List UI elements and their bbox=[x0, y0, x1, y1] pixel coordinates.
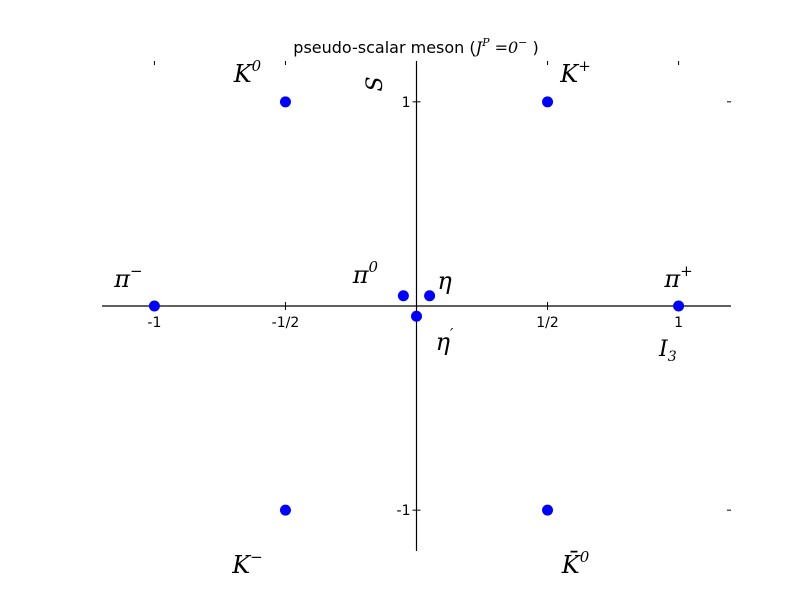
label-K0: K0 bbox=[233, 57, 262, 88]
data-point-eta bbox=[424, 290, 436, 302]
data-point-group bbox=[148, 96, 685, 516]
chart-title: pseudo-scalar meson (JP =0− ) bbox=[293, 36, 538, 57]
label-pi0: π0 bbox=[352, 258, 379, 289]
data-point-pi-plus bbox=[673, 300, 685, 312]
data-point-K-plus bbox=[542, 96, 554, 108]
data-point-K0-bar bbox=[542, 504, 554, 516]
label-K0-bar: K̄0 bbox=[561, 548, 590, 579]
label-pi-plus: π+ bbox=[663, 262, 692, 293]
data-point-eta-prime bbox=[411, 310, 422, 322]
x-tick-group: -1 -1/2 1/2 1 bbox=[147, 302, 683, 331]
label-pi-minus: π− bbox=[113, 262, 142, 293]
y-axis-label: S bbox=[363, 76, 388, 91]
data-point-K-minus bbox=[279, 504, 291, 516]
y-tick-label: 1 bbox=[402, 95, 411, 111]
edge-tick-group bbox=[153, 61, 731, 511]
label-K-minus: K− bbox=[231, 548, 263, 579]
y-tick-label: -1 bbox=[397, 503, 411, 519]
label-K-plus: K+ bbox=[559, 57, 591, 88]
data-point-pi0 bbox=[397, 290, 409, 302]
x-tick-label: -1 bbox=[147, 315, 161, 331]
data-point-K0 bbox=[279, 96, 291, 108]
x-tick-label: 1 bbox=[674, 315, 683, 331]
x-tick-label: 1/2 bbox=[536, 315, 559, 331]
data-point-pi-minus bbox=[148, 300, 160, 312]
x-axis-label: I3 bbox=[658, 337, 677, 365]
label-eta: η bbox=[437, 267, 452, 295]
x-tick-label: -1/2 bbox=[272, 315, 300, 331]
label-eta-prime: η′ bbox=[436, 325, 454, 356]
particle-label-group: K0 K+ π− π0 η η′ π+ K− K̄0 bbox=[113, 57, 693, 579]
y-tick-group: 1 -1 bbox=[397, 95, 421, 519]
